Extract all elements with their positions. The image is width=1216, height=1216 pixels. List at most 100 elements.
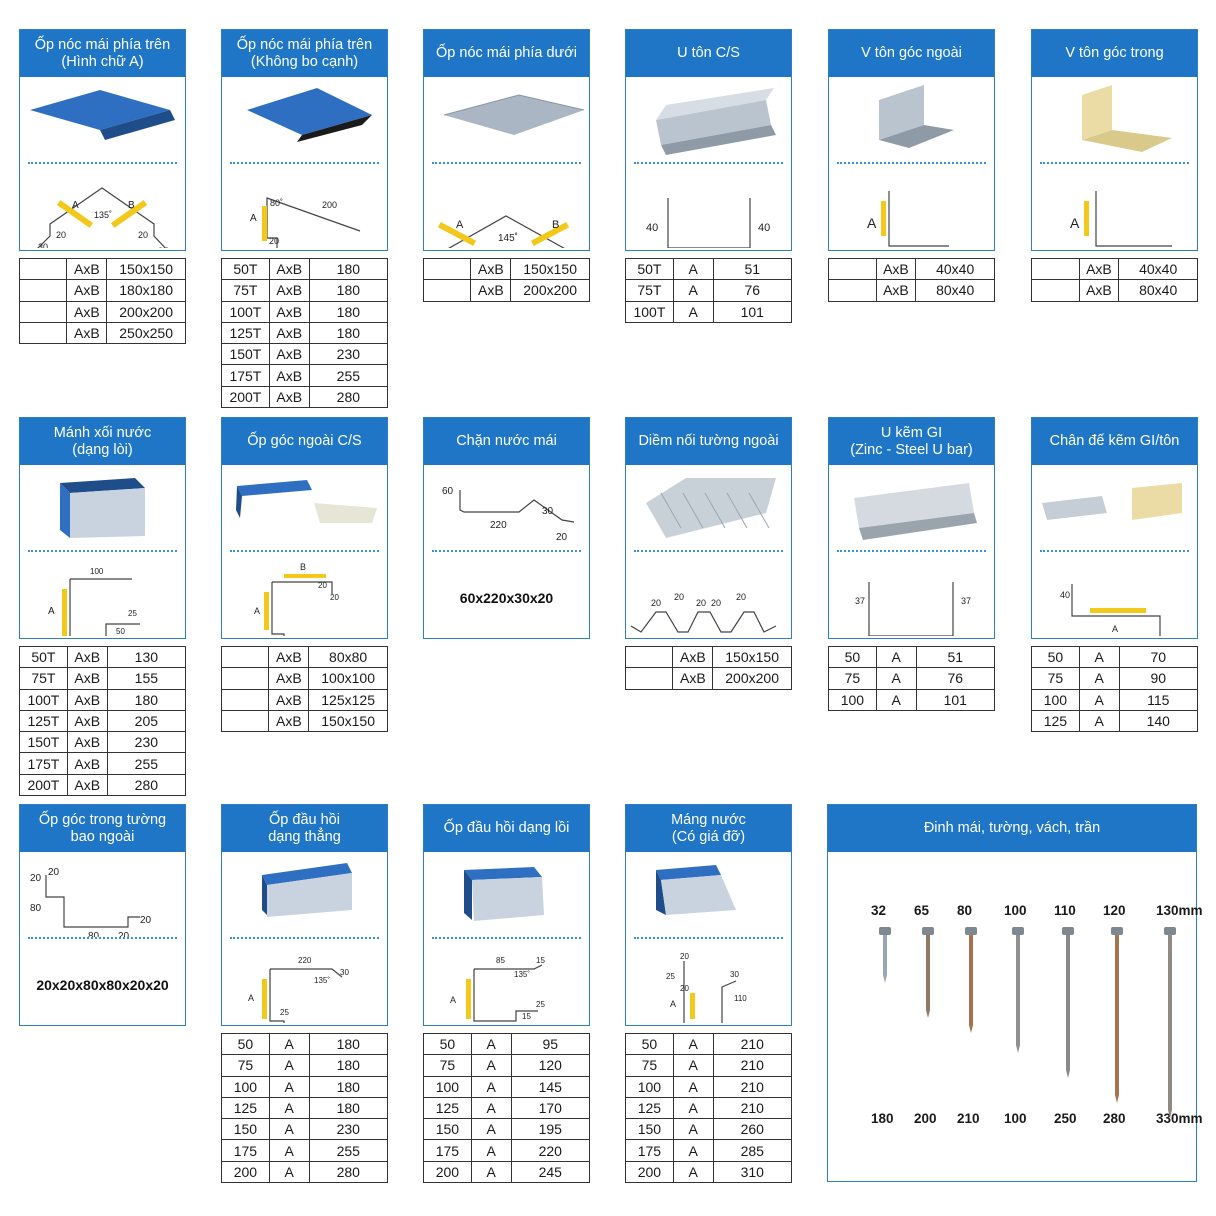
screw-length-top: 32 [871,903,887,918]
dimension-label: A [254,606,260,616]
table-cell [18,257,68,281]
profile-diagram: AB [1070,191,1172,247]
table-cell: AxB [268,321,310,345]
table-cell: 75T [625,279,674,302]
table-cell: A [672,257,714,281]
table-cell: 180 [308,279,389,302]
product-image [443,94,585,135]
dimension-label: 20 [680,952,689,961]
table-cell: 120 [510,1054,590,1077]
table-cell: 75T [221,279,270,302]
dimension-label: 20 [674,592,684,602]
dimension-label: 200 [322,200,337,210]
separator [634,550,783,552]
table-cell [220,667,270,690]
product-image [1042,483,1182,520]
table-cell: 75 [1031,667,1080,690]
product-title: V tôn góc ngoài [829,30,994,77]
table-cell: 280 [106,773,187,797]
table-cell: AxB [875,257,917,281]
table-cell: A [875,688,917,711]
product-card: Diềm nối tường ngoài20202020202020각도 120… [625,417,792,639]
table-cell: 255 [106,752,187,775]
table-cell: A [672,1075,714,1098]
product-image [879,85,954,148]
product-image [236,480,377,523]
dimension-label: A [456,219,464,231]
dimension-label: 25 [666,972,675,981]
table-cell: 230 [308,343,389,366]
dimension-label: B [300,562,306,572]
screws-title: Đinh mái, tường, vách, trần [828,805,1196,852]
dimension-label: A [867,215,877,231]
table-cell: 100T [221,300,270,323]
table-cell: 200 [423,1160,472,1184]
dimension-label: 25 [280,1008,289,1017]
table-cell: 50T [19,645,68,669]
table-cell: 100T [19,688,68,711]
table-cell: 101 [915,688,995,711]
table-cell: A [672,1160,714,1184]
product-title: Ốp nóc mái phía trên (Không bo cạnh) [222,30,387,77]
dimension-label: A [670,999,676,1009]
table-cell: 100x100 [308,667,388,690]
screw-length-top: 110 [1054,903,1076,918]
screw-length-top: 65 [914,903,930,918]
product-card: U tôn C/S4040A [625,29,792,251]
table-cell: 40x40 [1118,257,1198,281]
table-cell [220,645,270,669]
product-title: Ốp đầu hồi dạng thẳng [222,805,387,852]
screw-icon [922,927,934,1018]
dimension-label: 85 [496,956,505,965]
separator [230,937,379,939]
dimension-label: B [128,200,135,211]
product-image [247,88,372,142]
dimension-label: 220 [298,956,312,965]
dimension-label: 25 [128,609,137,618]
product-title: Ốp nóc mái phía dưới [424,30,589,77]
table-cell: 145 [510,1075,590,1098]
dimension-label: 220 [490,520,507,531]
table-cell: 115 [1118,688,1198,711]
separator [432,937,581,939]
dimension-label: 20 [30,873,42,884]
table-cell: 100 [828,688,877,711]
table-cell: 255 [308,1139,388,1162]
screw-length-bottom: 100 [1004,1111,1027,1126]
profile-code: 60x220x30x20 [459,590,554,606]
separator [28,550,177,552]
table-cell: 260 [712,1118,792,1141]
table-cell: 150x150 [106,257,186,281]
table-cell [422,257,472,281]
table-cell: AxB [268,257,310,281]
table-cell: A [672,1139,714,1162]
product-card: U kẽm GI (Zinc - Steel U bar)3737A [828,417,995,639]
product-title: Chặn nước mái [424,418,589,465]
table-cell: 140 [1118,709,1198,733]
product-card: V tôn góc ngoàiAB [828,29,995,251]
table-cell: AxB [1078,257,1120,281]
table-cell: 255 [308,364,389,387]
table-cell: 50 [1031,645,1080,669]
separator [1040,162,1189,164]
screw-icon [965,927,977,1033]
table-cell: 50 [423,1032,472,1056]
table-cell: A [470,1075,512,1098]
table-cell: 125 [221,1096,270,1120]
table-cell: 280 [308,1160,388,1184]
table-cell: AxB [268,364,310,387]
